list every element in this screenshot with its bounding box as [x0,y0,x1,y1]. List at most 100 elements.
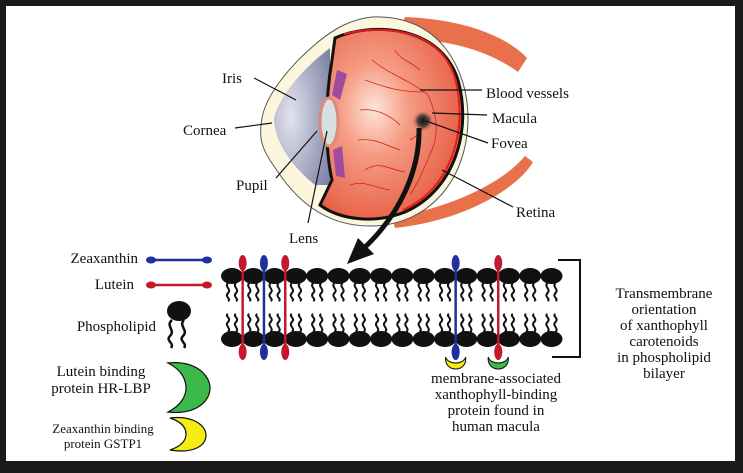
phospholipid-tail [353,313,358,333]
lutein-end [238,255,247,271]
phospholipid-tail [247,282,252,302]
phospholipid-head [540,268,563,284]
phospholipid-head [263,268,286,284]
phospholipid-tail [268,282,273,302]
phospholipid-head [370,268,393,284]
phospholipid-head [391,331,414,347]
lutein-end [494,344,503,360]
annotation-line: of xanthophyll [620,318,708,334]
lutein-end [281,344,290,360]
legend-label-zeaxanthin: Zeaxanthin [70,251,138,267]
phospholipid-tail [460,313,465,333]
phospholipid-tail [553,282,558,302]
label-iris: Iris [222,71,242,87]
bilayer-orientation-annotation: Transmembrane orientation of xanthophyll… [594,286,734,382]
phospholipid-head [263,331,286,347]
phospholipid-tail [289,282,295,302]
phospholipid-head [476,331,499,347]
eye-leader-lines [234,77,514,224]
lutein-end [281,255,290,271]
phospholipid-tail [311,282,316,302]
phospholipid-head [284,331,307,347]
phospholipid-head [306,268,329,284]
phospholipid-head [434,268,456,284]
phospholipid-tail [374,282,380,302]
arrow-head-icon [347,238,374,264]
phospholipid-tail [233,282,239,302]
ciliary-body-upper [332,70,347,100]
phospholipid-tail [553,313,558,333]
phospholipid-tail [319,313,324,333]
legend-label-gstp1-line2: protein GSTP1 [63,436,143,451]
phospholipid-head [327,268,350,284]
lutein-end [494,255,503,271]
legend-label-phospholipid: Phospholipid [76,319,156,335]
annotation-line: orientation [631,302,697,318]
phospholipid-tail [524,282,529,302]
lutein-end [238,344,247,360]
phospholipid-head [327,331,350,347]
retina-edge [343,28,461,211]
phospholipid-head [412,331,435,347]
phospholipid-tail [468,282,473,302]
label-fovea: Fovea [491,136,528,152]
diagram-canvas [146,16,581,452]
annotation-line: Transmembrane [615,286,713,302]
zeaxanthin-end [259,344,268,360]
legend-lutein-rod-icon [146,281,212,289]
ciliary-body-lower [333,146,345,178]
zeaxanthin-end [451,344,460,360]
upper-eye-muscle [395,17,527,72]
phospholipid-tail [481,282,486,302]
phospholipid-tail [438,313,444,333]
phospholipid-tail [532,282,537,302]
phospholipid-tail [396,282,401,302]
label-pupil: Pupil [236,178,268,194]
phospholipid-tail [545,282,550,302]
legend-label-hr-lbp-line1: Lutein binding [56,364,146,380]
legend-label-hr-lbp: Lutein binding protein HR-LBP [38,364,164,398]
phospholipid-head [221,268,243,284]
phospholipid-tail [489,282,494,302]
phospholipid-tail [353,282,358,302]
phospholipid-head [476,268,499,284]
phospholipid-head [306,331,329,347]
phospholipid-tail [340,313,345,333]
phospholipid-tail [361,313,366,333]
phospholipid-head [412,268,435,284]
lower-eye-muscle [392,156,533,228]
phospholipid-tail [510,313,516,333]
annotation-line: membrane-associated [431,371,561,387]
phospholipid-tail [524,313,529,333]
figure-frame: Iris Cornea Pupil Lens Blood vessels Mac… [6,6,735,461]
phospholipid-bilayer [221,255,563,370]
phospholipid-tail [468,313,473,333]
phospholipid-tail [255,313,260,333]
annotation-line: bilayer [643,366,685,382]
phospholipid-tail [502,313,508,333]
phospholipid-tail [446,282,452,302]
hr-lbp-binding-protein [487,356,509,370]
phospholipid-head [519,331,542,347]
phospholipid-tail [438,282,444,302]
protein-annotation: membrane-associated xanthophyll-binding … [416,371,576,435]
annotation-line: human macula [452,419,540,435]
phospholipid-head [221,331,243,347]
phospholipid-head [455,331,478,347]
phospholipid-tail [425,313,430,333]
label-cornea: Cornea [183,123,227,139]
phospholipid-tail [361,282,366,302]
phospholipid-tail [225,282,231,302]
phospholipid-tail [268,313,273,333]
annotation-line: protein found in [447,403,545,419]
legend-label-gstp1-line1: Zeaxanthin binding [52,421,154,436]
bilayer-bracket [552,259,581,358]
phospholipid-head [348,268,371,284]
phospholipid-tail [297,313,303,333]
lens [318,96,340,148]
phospholipid-tail [404,313,409,333]
phospholipid-tail [311,313,316,333]
phospholipid-tail [396,313,401,333]
label-macula: Macula [492,111,537,127]
phospholipid-tail [425,282,430,302]
